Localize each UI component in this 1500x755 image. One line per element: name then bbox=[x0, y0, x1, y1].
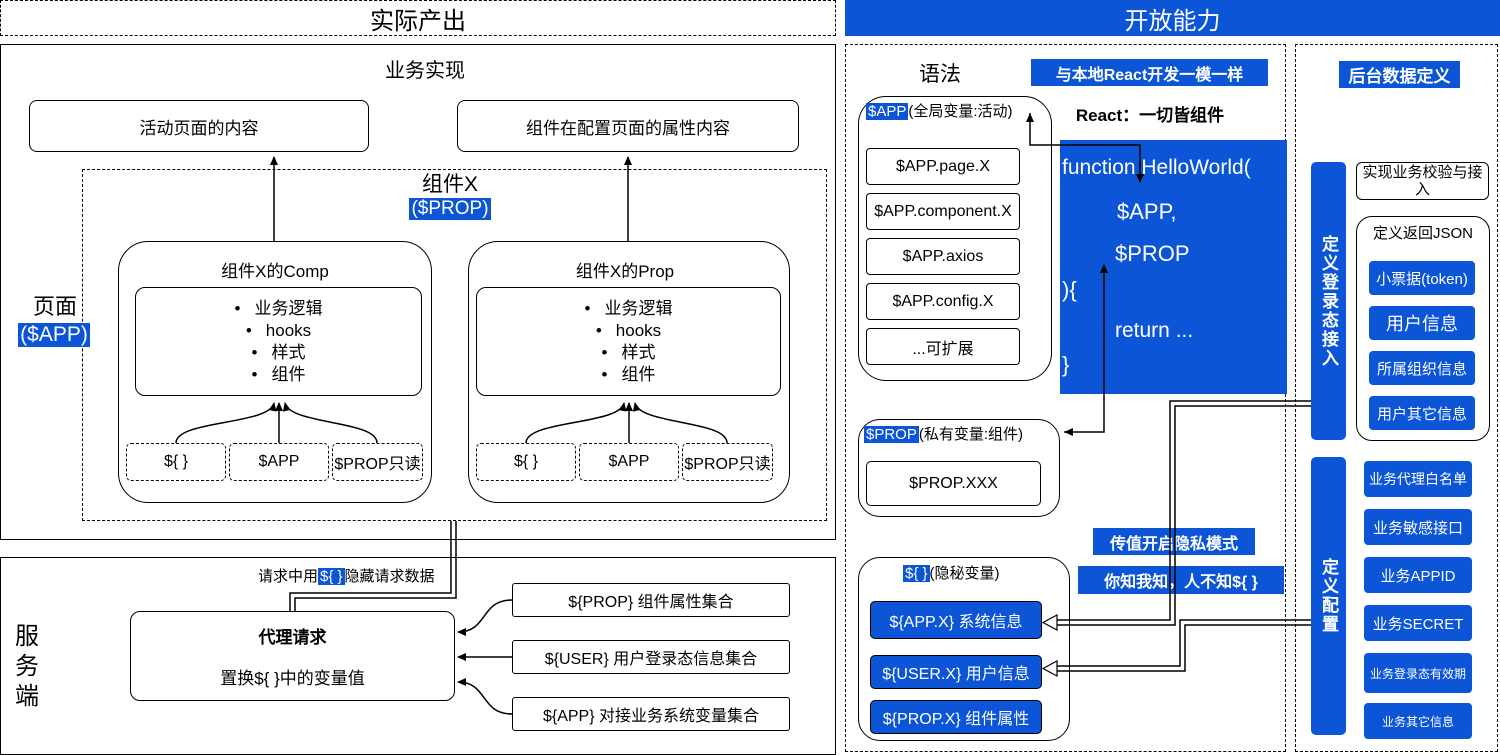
config-bar: 定义配置 bbox=[1311, 457, 1346, 735]
secret-var-desc: (隐秘变量) bbox=[929, 565, 1000, 582]
json-item: 用户其它信息 bbox=[1368, 395, 1476, 431]
comp-bullet-list: 业务逻辑 hooks 样式 组件 bbox=[136, 298, 421, 386]
react-same-badge: 与本地React开发一模一样 bbox=[1031, 59, 1268, 86]
verify-box: 实现业务校验与接入 bbox=[1356, 162, 1489, 200]
prop-private-item: $PROP.XXX bbox=[866, 461, 1041, 506]
config-item: 业务敏感接口 bbox=[1363, 508, 1473, 546]
user-set-box: ${USER} 用户登录态信息集合 bbox=[512, 640, 790, 674]
app-item: $APP.axios bbox=[866, 238, 1020, 275]
config-item: 业务SECRET bbox=[1363, 604, 1473, 642]
config-item: 业务登录态有效期 bbox=[1363, 652, 1473, 694]
prop-input-app: $APP bbox=[579, 443, 679, 481]
comp-input-prop: $PROP只读 bbox=[332, 443, 423, 481]
comp-bullet: 业务逻辑 bbox=[136, 298, 421, 320]
config-item: 业务代理白名单 bbox=[1363, 460, 1473, 498]
comp-bullet: 样式 bbox=[136, 342, 421, 364]
proxy-title: 代理请求 bbox=[258, 628, 327, 647]
prop-private-header: $PROP(私有变量:组件) bbox=[864, 424, 1054, 446]
secret-item-user: ${USER.X} 用户信息 bbox=[870, 655, 1042, 689]
request-note-prefix: 请求中用 bbox=[258, 568, 319, 585]
left-header-title: 实际产出 bbox=[370, 7, 466, 35]
app-item: $APP.component.X bbox=[866, 193, 1020, 230]
prop-bullet: 样式 bbox=[477, 342, 780, 364]
request-note-highlight: ${ } bbox=[318, 568, 345, 585]
comp-input-secret: ${ } bbox=[126, 443, 226, 481]
code-line: return ... bbox=[1115, 319, 1194, 342]
impl-title: 业务实现 bbox=[385, 59, 465, 82]
prop-logic-box: 业务逻辑 hooks 样式 组件 bbox=[476, 287, 781, 396]
comp-input-app: $APP bbox=[229, 443, 329, 481]
app-item: $APP.page.X bbox=[866, 148, 1020, 185]
comp-bullet: 组件 bbox=[136, 364, 421, 386]
comp-bullet: hooks bbox=[136, 320, 421, 342]
app-global-desc: (全局变量:活动) bbox=[908, 103, 1013, 120]
request-note: 请求中用${ }隐藏请求数据 bbox=[258, 566, 458, 588]
prop-content-box: 组件在配置页面的属性内容 bbox=[457, 100, 799, 152]
prop-bullet: hooks bbox=[477, 320, 780, 342]
code-line: $APP, bbox=[1117, 199, 1177, 224]
you-know-badge: 你知我知，人不知${ } bbox=[1078, 566, 1284, 594]
app-global-label: $APP bbox=[866, 103, 909, 120]
request-note-suffix: 隐藏请求数据 bbox=[344, 568, 435, 585]
backend-title: 后台数据定义 bbox=[1339, 61, 1460, 88]
comp-logic-box: 业务逻辑 hooks 样式 组件 bbox=[135, 287, 422, 396]
comp-card-title: 组件X的Comp bbox=[221, 261, 329, 281]
backend-panel bbox=[1295, 44, 1498, 752]
json-item: 用户信息 bbox=[1368, 305, 1476, 341]
component-x-prop-badge: ($PROP) bbox=[403, 196, 497, 222]
prop-bullet: 组件 bbox=[477, 364, 780, 386]
prop-bullet: 业务逻辑 bbox=[477, 298, 780, 320]
private-mode-badge: 传值开启隐私模式 bbox=[1093, 528, 1255, 555]
code-line: function HelloWorld( bbox=[1062, 156, 1251, 179]
proxy-request-box: 代理请求 置换${ }中的变量值 bbox=[130, 611, 455, 701]
secret-var-label: ${ } bbox=[903, 565, 930, 582]
activity-content-box: 活动页面的内容 bbox=[29, 100, 369, 152]
prop-input-prop: $PROP只读 bbox=[682, 443, 773, 481]
config-item: 业务APPID bbox=[1363, 556, 1473, 594]
right-header: 开放能力 bbox=[845, 0, 1500, 36]
syntax-panel bbox=[845, 44, 1286, 752]
component-x-title: 组件X bbox=[421, 173, 478, 196]
code-line: } bbox=[1062, 352, 1070, 377]
proxy-desc: 置换${ }中的变量值 bbox=[220, 669, 365, 688]
secret-item-app: ${APP.X} 系统信息 bbox=[870, 601, 1042, 639]
server-label: 服务端 bbox=[15, 623, 39, 710]
secret-var-header: ${ }(隐秘变量) bbox=[903, 563, 1053, 585]
code-line: ){ bbox=[1062, 277, 1077, 302]
syntax-title: 语法 bbox=[919, 63, 961, 86]
prop-card-title: 组件X的Prop bbox=[575, 261, 675, 281]
config-item: 业务其它信息 bbox=[1363, 702, 1473, 740]
app-set-box: ${APP} 对接业务系统变量集合 bbox=[512, 697, 790, 731]
json-title: 定义返回JSON bbox=[1372, 224, 1473, 242]
prop-private-desc: (私有变量:组件) bbox=[918, 426, 1024, 443]
page-app-badge: ($APP) bbox=[13, 320, 95, 350]
page-app-text: ($APP) bbox=[18, 323, 90, 347]
app-global-header: $APP(全局变量:活动) bbox=[866, 101, 1046, 123]
json-item: 小票据(token) bbox=[1368, 260, 1476, 296]
secret-item-prop: ${PROP.X} 组件属性 bbox=[870, 700, 1042, 734]
app-global-group bbox=[858, 96, 1052, 381]
page-label: 页面 bbox=[32, 294, 77, 319]
prop-input-secret: ${ } bbox=[476, 443, 576, 481]
prop-set-box: ${PROP} 组件属性集合 bbox=[512, 583, 790, 617]
right-header-title: 开放能力 bbox=[1124, 7, 1221, 35]
login-bar: 定义登录态接入 bbox=[1311, 162, 1346, 440]
json-item: 所属组织信息 bbox=[1368, 350, 1476, 386]
prop-card bbox=[468, 241, 790, 503]
left-header: 实际产出 bbox=[0, 0, 836, 36]
comp-card bbox=[118, 241, 432, 503]
prop-private-label: $PROP bbox=[864, 426, 919, 443]
code-block: function HelloWorld( $APP, $PROP ){ retu… bbox=[1060, 140, 1287, 394]
component-x-prop-text: ($PROP) bbox=[409, 198, 491, 220]
json-group bbox=[1356, 216, 1490, 441]
prop-bullet-list: 业务逻辑 hooks 样式 组件 bbox=[477, 298, 780, 386]
app-item: ...可扩展 bbox=[866, 328, 1020, 365]
code-line: $PROP bbox=[1115, 241, 1190, 266]
app-item: $APP.config.X bbox=[866, 283, 1020, 320]
react-all-text: React：一切皆组件 bbox=[1075, 105, 1225, 125]
